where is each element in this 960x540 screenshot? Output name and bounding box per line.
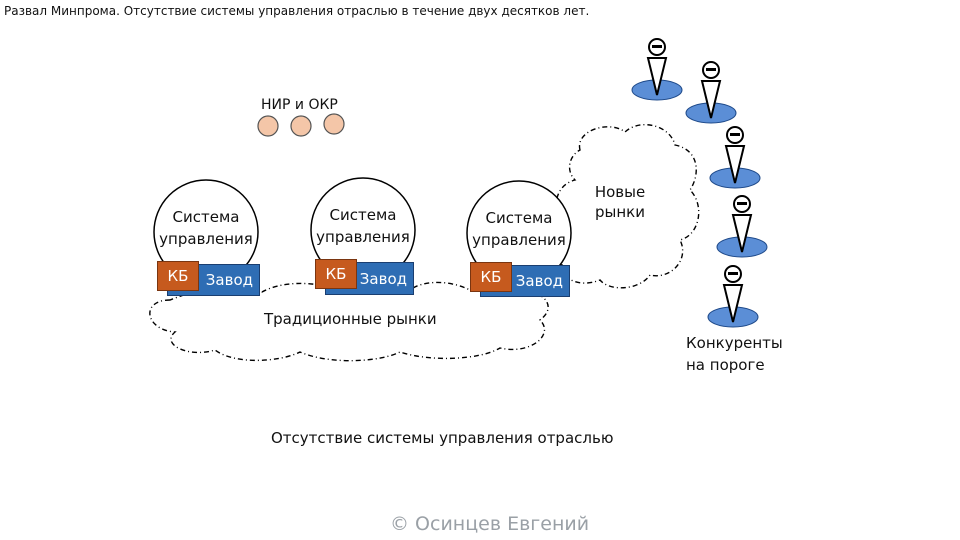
copyright-text: © Осинцев Евгений: [390, 513, 590, 535]
nir-circle-1: [257, 115, 279, 137]
system-label-line2: управления: [472, 231, 566, 249]
nir-label: НИР и ОКР: [261, 97, 338, 113]
system-label-line1: Система: [172, 208, 240, 226]
nir-circle-2: [290, 115, 312, 137]
competitor-3: [709, 126, 761, 189]
kb-label: КБ: [167, 267, 189, 285]
page-title: Развал Минпрома. Отсутствие системы упра…: [4, 4, 590, 18]
plant-label: Завод: [515, 272, 563, 290]
system-label-line2: управления: [159, 230, 253, 248]
new-markets-cloud: [550, 124, 700, 289]
plant-label: Завод: [359, 269, 407, 288]
kb-box-3: КБ: [470, 262, 512, 292]
kb-box-1: КБ: [157, 261, 199, 291]
bottom-caption: Отсутствие системы управления отраслью: [271, 429, 614, 447]
system-label-2: Система управления: [303, 204, 423, 248]
system-label-line1: Система: [329, 206, 397, 224]
kb-label: КБ: [325, 265, 347, 283]
competitor-1: [631, 38, 683, 101]
plant-label: Завод: [205, 271, 253, 289]
system-label-line1: Система: [485, 209, 553, 227]
kb-label: КБ: [480, 268, 502, 286]
system-label-3: Система управления: [459, 207, 579, 251]
new-markets-label: Новые рынки: [594, 183, 646, 221]
competitors-label: Конкуренты на пороге: [686, 334, 783, 374]
nir-circle-3: [323, 113, 345, 135]
competitor-2: [685, 61, 737, 124]
system-label-1: Система управления: [146, 206, 266, 250]
competitor-4: [716, 195, 768, 258]
system-label-line2: управления: [316, 228, 410, 246]
competitor-5: [707, 265, 759, 328]
traditional-markets-label: Традиционные рынки: [264, 310, 437, 328]
kb-box-2: КБ: [315, 259, 357, 289]
